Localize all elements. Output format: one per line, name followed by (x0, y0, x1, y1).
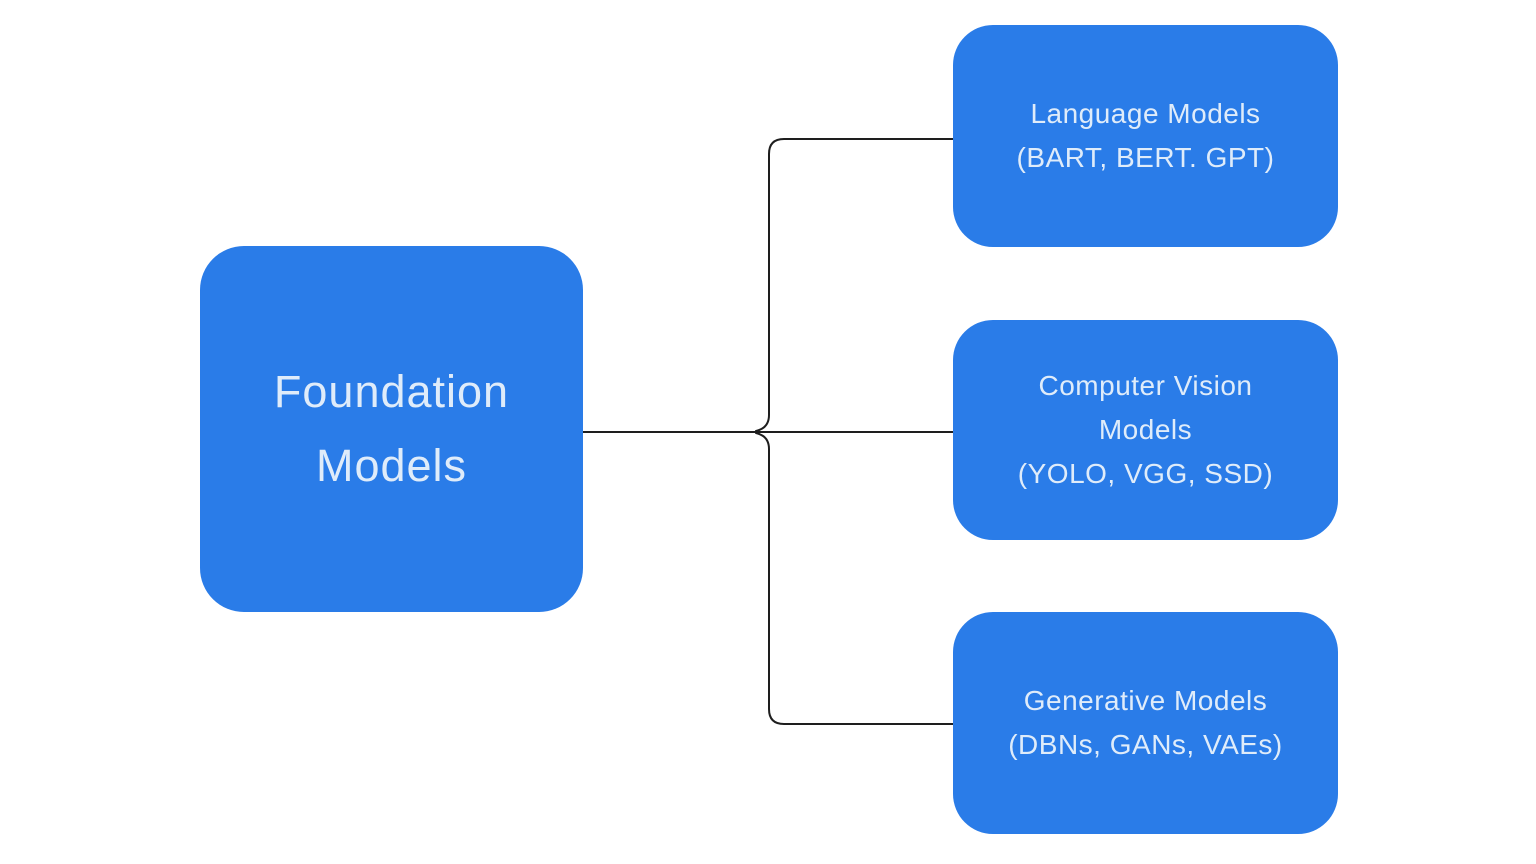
node-text-line: Generative Models (1023, 685, 1268, 716)
node-text-line: (YOLO, VGG, SSD) (1017, 458, 1274, 489)
node-text-line: Computer Vision (1038, 370, 1253, 401)
connector-branch-lower (755, 432, 954, 725)
node-foundation-models: Foundation Models (200, 246, 583, 612)
node-language-models: Language Models (BART, BERT. GPT) (953, 25, 1338, 247)
node-text-line: (BART, BERT. GPT) (1016, 142, 1275, 173)
node-generative-models: Generative Models (DBNs, GANs, VAEs) (953, 612, 1338, 834)
node-text-line: (DBNs, GANs, VAEs) (1008, 729, 1283, 760)
node-computer-vision-models: Computer Vision Models (YOLO, VGG, SSD) (953, 320, 1338, 540)
node-text-line: Models (1098, 414, 1193, 445)
node-text-line: Models (315, 440, 468, 491)
node-text-line: Foundation (273, 366, 510, 417)
connector-branch-upper (755, 138, 954, 432)
node-text-line: Language Models (1030, 98, 1261, 129)
